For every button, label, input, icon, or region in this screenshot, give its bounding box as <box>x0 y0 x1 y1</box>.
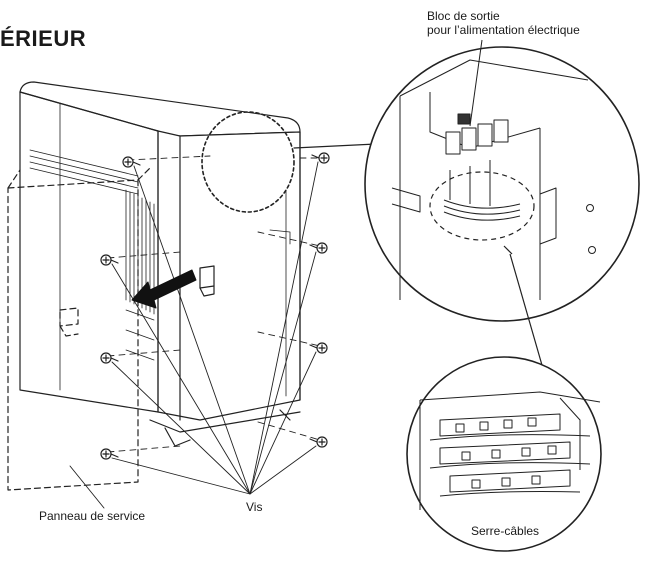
screws-label: Vis <box>246 500 263 514</box>
terminal-block-label-line2: pour l’alimentation électrique <box>427 23 580 37</box>
screw-icon <box>309 242 328 254</box>
page-title: ÉRIEUR <box>0 26 87 51</box>
screw-icon <box>309 342 328 354</box>
service-panel-outline <box>7 167 151 491</box>
service-panel-label: Panneau de service <box>39 509 146 523</box>
screw-icon <box>311 152 330 164</box>
screws <box>100 152 330 460</box>
terminal-block-label-line1: Bloc de sortie <box>427 9 500 23</box>
screw-icon <box>100 352 119 364</box>
cable-clamp-detail <box>406 356 602 552</box>
screw-guides <box>107 155 323 453</box>
outdoor-unit <box>19 81 301 447</box>
detail-callout-line <box>293 143 377 149</box>
cable-clamp-label: Serre-câbles <box>471 524 540 538</box>
removal-arrow-icon <box>131 269 197 309</box>
terminal-block-detail <box>364 39 640 322</box>
coil-fins <box>29 149 155 361</box>
screw-icon <box>100 254 119 266</box>
detail-callout-circle <box>201 111 295 213</box>
detail-connector-line-2 <box>503 245 513 255</box>
screw-icon <box>122 156 141 168</box>
screw-icon <box>309 436 328 448</box>
screw-icon <box>100 448 119 460</box>
terminal-block-label: Bloc de sortie pour l’alimentation élect… <box>427 9 580 37</box>
screw-leader-lines <box>111 161 319 495</box>
panel-leader-line <box>69 465 105 509</box>
